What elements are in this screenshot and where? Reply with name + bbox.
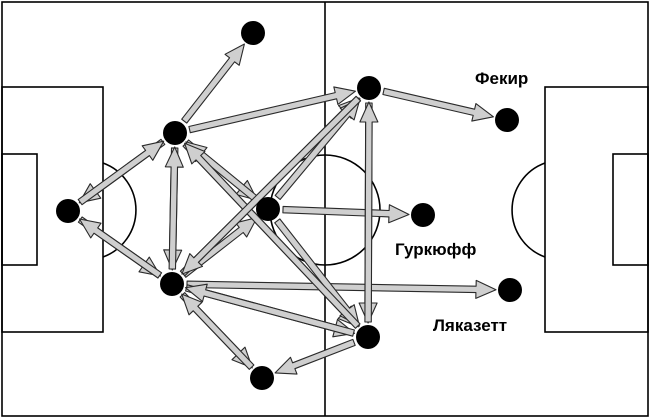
pass-arrow-rm-bottom-to-rb-bottom (274, 338, 356, 375)
pass-arrow-lcm-to-lacazette (186, 279, 497, 299)
left-penalty-area (1, 86, 104, 333)
player-label-griezmann: Гуркюфф (395, 240, 477, 259)
pass-arrow-lcb-to-am-top (188, 86, 356, 134)
player-label-lacazette: Ляказетт (433, 316, 507, 335)
player-node-rm-bottom (356, 325, 380, 349)
pass-arrow-rb-bottom-to-lcm (181, 293, 255, 370)
player-nodes (56, 21, 522, 390)
player-node-rb-bottom (250, 366, 274, 390)
pass-arrow-am-top-to-lcm (181, 95, 362, 275)
pass-arrow-rm-bottom-to-lcm (184, 283, 355, 337)
player-node-am-top (357, 76, 381, 100)
player-node-lcb (163, 121, 187, 145)
player-node-top-forward (241, 21, 265, 45)
player-node-gk-left (56, 199, 80, 223)
player-node-dm (256, 197, 280, 221)
pass-arrows (77, 43, 497, 375)
player-node-griezmann (411, 203, 435, 227)
pass-arrow-lcm-to-lcb (164, 146, 184, 270)
player-label-fekir: Фекир (475, 69, 528, 88)
pass-arrow-gk-left-to-lcb (77, 140, 165, 206)
pass-arrow-am-top-to-fekir (382, 87, 494, 122)
right-penalty-arc (511, 162, 546, 258)
right-goal-area (612, 153, 649, 266)
pass-arrow-rm-bottom-to-am-top (359, 101, 379, 323)
pass-arrow-lcb-to-top-forward (181, 43, 245, 124)
left-goal-area (1, 153, 38, 266)
right-penalty-area (544, 86, 649, 333)
pass-arrow-rm-bottom-to-lcb (184, 142, 361, 329)
player-node-fekir (495, 108, 519, 132)
player-labels: Фекир Гуркюфф Ляказетт (395, 69, 528, 335)
pass-arrow-lcm-to-gk-left (78, 218, 163, 279)
player-node-lacazette (498, 278, 522, 302)
player-node-lcm (160, 272, 184, 296)
pass-arrow-dm-to-griezmann (282, 204, 410, 224)
